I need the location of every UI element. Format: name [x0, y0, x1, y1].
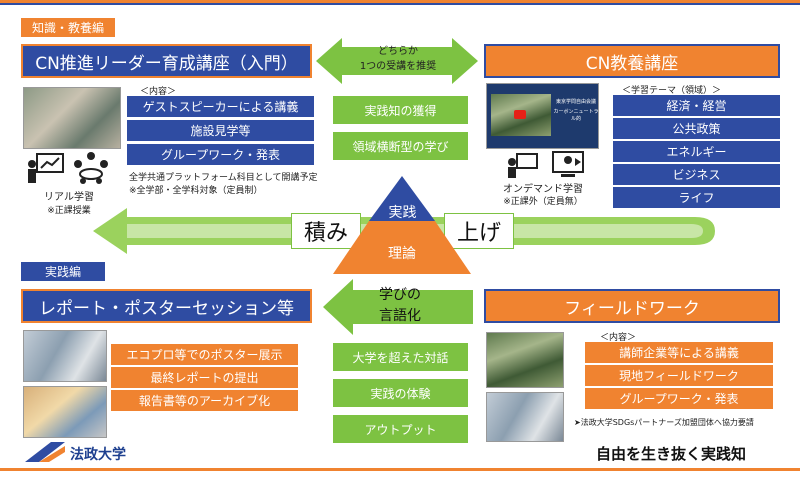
cn-leader-title: CN推進リーダー育成講座（入門） — [21, 44, 312, 78]
video-caption-line2: カーボンニュートラル的 — [553, 109, 599, 122]
field-note: ➤法政大学SDGsパートナーズ加盟団体へ協力要請 — [574, 418, 754, 427]
cn-leader-item-2: グループワーク・発表 — [127, 144, 314, 165]
university-name: 法政大学 — [70, 447, 126, 463]
cn-kyoyo-title: CN教養講座 — [484, 44, 780, 78]
real-learning-note: ※正課授業 — [47, 205, 91, 216]
theme-item-2: エネルギー — [613, 141, 780, 162]
top-rule — [0, 0, 800, 3]
knowledge-section-tag: 知識・教養編 — [21, 18, 115, 37]
video-play-icon — [514, 110, 526, 119]
field-item-1: 現地フィールドワーク — [585, 365, 773, 386]
top-rule-blue — [0, 3, 800, 5]
video-lecture-icon — [552, 151, 584, 177]
fieldwork-photo — [486, 332, 564, 388]
field-item-0: 講師企業等による講義 — [585, 342, 773, 363]
theme-label: ＜学習テーマ（領域）＞ — [622, 86, 722, 96]
verbalize-line2: 言語化 — [379, 308, 421, 324]
theme-item-4: ライフ — [613, 187, 780, 208]
report-item-0: エコプロ等でのポスター展示 — [111, 344, 298, 365]
field-content-label: ＜内容＞ — [600, 333, 637, 343]
verbalize-arrow — [323, 279, 473, 335]
report-title: レポート・ポスターセッション等 — [21, 289, 312, 323]
fieldwork-title: フィールドワーク — [484, 289, 780, 323]
presentation-icon — [28, 153, 64, 183]
online-learning-icon — [508, 153, 538, 178]
center-top-item-1: 領域横断型の学び — [333, 132, 468, 160]
cn-leader-note2: ※全学部・全学科対象（定員制） — [129, 186, 263, 196]
theme-item-3: ビジネス — [613, 164, 780, 185]
cn-leader-item-0: ゲストスピーカーによる講義 — [127, 96, 314, 117]
pyramid-bottom-label: 理論 — [388, 246, 416, 262]
field-item-2: グループワーク・発表 — [585, 388, 773, 409]
ondemand-label: オンデマンド学習 — [503, 183, 583, 195]
cn-leader-note1: 全学共通プラットフォーム科目として開講予定 — [129, 173, 318, 183]
theme-item-0: 経済・経営 — [613, 95, 780, 116]
choice-double-arrow — [316, 38, 478, 84]
pyramid-top-label: 実践 — [388, 205, 417, 221]
ondemand-note: ※正課外（定員無） — [503, 196, 583, 207]
band-left-box: 積み — [291, 213, 361, 249]
real-learning-label: リアル学習 — [44, 191, 94, 203]
choice-line1: どちらか — [378, 45, 418, 57]
video-caption-line1: 東京学問自由会議 — [555, 99, 596, 105]
poster-session-photo — [23, 330, 107, 382]
verbalize-line1: 学びの — [379, 287, 421, 303]
hosei-logo-icon — [25, 442, 65, 462]
classroom-photo — [23, 87, 121, 149]
lecture-hall-photo — [486, 392, 564, 442]
band-right-box: 上げ — [444, 213, 514, 249]
cn-leader-item-1: 施設見学等 — [127, 120, 314, 141]
group-meeting-icon — [74, 152, 108, 184]
choice-line2: 1つの受講を推奨 — [359, 60, 437, 72]
center-bottom-item-1: 実践の体験 — [333, 379, 468, 407]
bottom-rule — [0, 468, 800, 471]
exhibition-photo — [23, 386, 107, 438]
report-item-1: 最終レポートの提出 — [111, 367, 298, 388]
practice-section-tag: 実践編 — [21, 262, 105, 281]
practice-theory-pyramid — [333, 176, 471, 274]
center-bottom-item-2: アウトプット — [333, 415, 468, 443]
theme-item-1: 公共政策 — [613, 118, 780, 139]
ondemand-video-thumbnail: 東京学問自由会議 カーボンニュートラル的 — [486, 83, 599, 149]
center-top-item-0: 実践知の獲得 — [333, 96, 468, 124]
slogan: 自由を生き抜く実践知 — [596, 445, 747, 463]
report-item-2: 報告書等のアーカイブ化 — [111, 390, 298, 411]
cn-leader-content-label: ＜内容＞ — [140, 87, 177, 97]
center-bottom-item-0: 大学を超えた対話 — [333, 343, 468, 371]
